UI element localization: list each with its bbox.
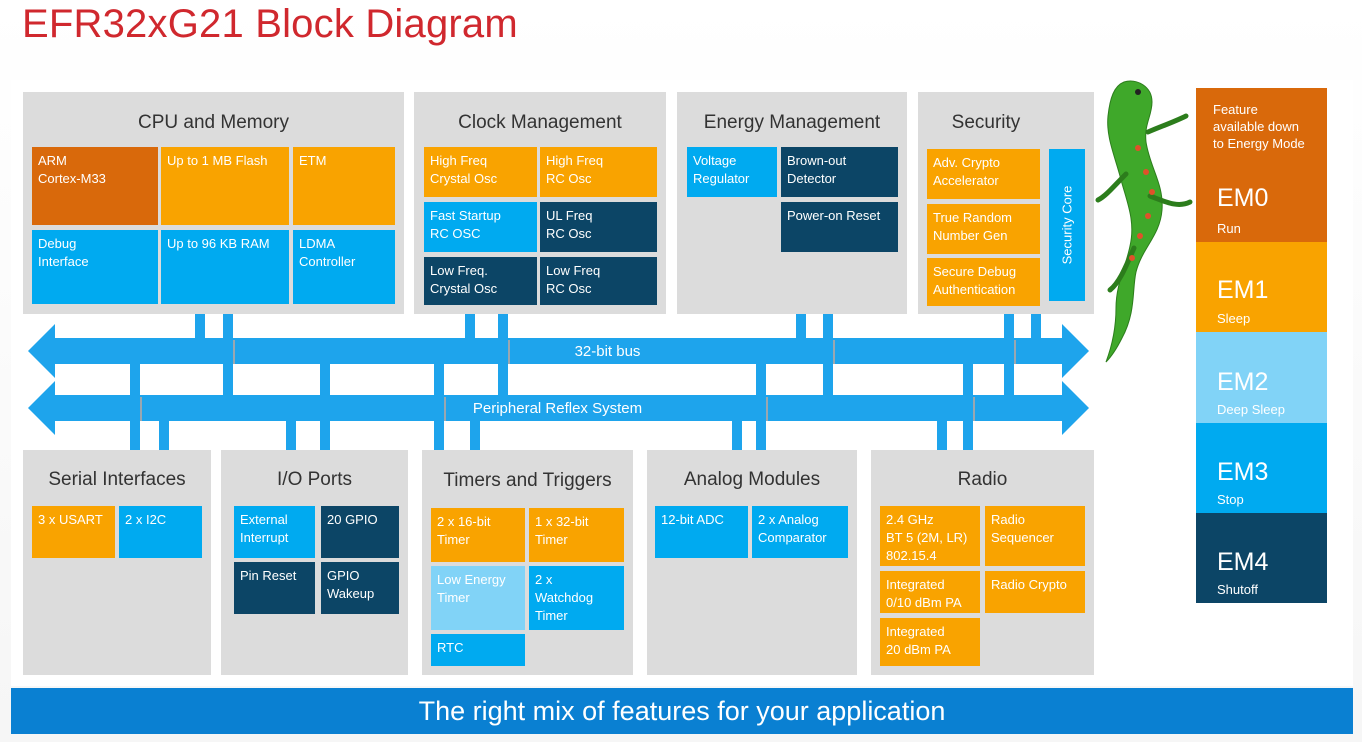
group-title: Radio xyxy=(957,469,1008,490)
footer-banner: The right mix of features for your appli… xyxy=(11,688,1353,734)
em3-box: EM3 Stop xyxy=(1196,423,1327,513)
block-radio-sequencer: Radio Sequencer xyxy=(985,506,1085,566)
bus-32bit-arrow xyxy=(28,324,1089,378)
block-ram: Up to 96 KB RAM xyxy=(161,230,289,304)
em0-sub: Run xyxy=(1217,221,1241,236)
group-radio: Radio 2.4 GHz BT 5 (2M, LR) 802.15.4 Rad… xyxy=(871,450,1094,675)
prs-label: Peripheral Reflex System xyxy=(472,400,643,417)
block-gpio: 20 GPIO xyxy=(321,506,399,558)
block-rtc: RTC xyxy=(431,634,525,666)
group-clock-management: Clock Management High Freq Crystal Osc H… xyxy=(414,92,666,314)
em2-box: EM2 Deep Sleep xyxy=(1196,332,1327,423)
em3-label: EM3 xyxy=(1217,458,1269,486)
block-power-on-reset: Power-on Reset xyxy=(781,202,898,252)
block-crypto-accelerator: Adv. Crypto Accelerator xyxy=(927,149,1040,199)
prs-arrow xyxy=(28,381,1089,435)
block-i2c: 2 x I2C xyxy=(119,506,202,558)
block-16bit-timer: 2 x 16-bit Timer xyxy=(431,508,525,562)
block-flash: Up to 1 MB Flash xyxy=(161,147,289,225)
block-arm-cortex: ARM Cortex-M33 xyxy=(32,147,158,225)
block-hf-crystal: High Freq Crystal Osc xyxy=(424,147,537,197)
group-serial-interfaces: Serial Interfaces 3 x USART 2 x I2C xyxy=(23,450,211,675)
block-lf-rc: Low Freq RC Osc xyxy=(540,257,657,305)
group-security: Security Adv. Crypto Accelerator True Ra… xyxy=(918,92,1094,314)
em4-sub: Shutoff xyxy=(1217,582,1258,597)
group-title: CPU and Memory xyxy=(138,112,289,133)
group-title: Analog Modules xyxy=(683,469,821,490)
bus-32bit-label: 32-bit bus xyxy=(574,343,641,360)
group-title: Timers and Triggers xyxy=(443,470,612,491)
block-usart: 3 x USART xyxy=(32,506,115,558)
block-pin-reset: Pin Reset xyxy=(234,562,315,614)
block-fast-startup-rc: Fast Startup RC OSC xyxy=(424,202,537,252)
group-title: Energy Management xyxy=(703,112,881,133)
em2-sub: Deep Sleep xyxy=(1217,402,1285,417)
bus-junction-lines xyxy=(140,340,1016,421)
block-lf-crystal: Low Freq. Crystal Osc xyxy=(424,257,537,305)
group-energy-management: Energy Management Voltage Regulator Brow… xyxy=(677,92,907,314)
block-brown-out: Brown-out Detector xyxy=(781,147,898,197)
em3-sub: Stop xyxy=(1217,492,1244,507)
block-integrated-pa-10: Integrated 0/10 dBm PA xyxy=(880,571,980,613)
em4-box: EM4 Shutoff xyxy=(1196,513,1327,603)
block-hf-rc: High Freq RC Osc xyxy=(540,147,657,197)
em0-label: EM0 xyxy=(1217,184,1269,212)
block-adc: 12-bit ADC xyxy=(655,506,748,558)
group-analog-modules: Analog Modules 12-bit ADC 2 x Analog Com… xyxy=(647,450,857,675)
em1-box: EM1 Sleep xyxy=(1196,242,1327,332)
em1-label: EM1 xyxy=(1217,276,1269,304)
energy-mode-note-box: Feature available down to Energy Mode EM… xyxy=(1196,88,1327,242)
block-gpio-wakeup: GPIO Wakeup xyxy=(321,562,399,614)
group-title: Clock Management xyxy=(458,112,622,133)
security-core-label: Security Core xyxy=(1059,185,1075,265)
block-etm: ETM xyxy=(293,147,395,225)
group-title: Security xyxy=(951,112,1021,133)
em4-label: EM4 xyxy=(1217,548,1269,576)
group-title: I/O Ports xyxy=(277,469,352,490)
block-external-interrupt: External Interrupt xyxy=(234,506,315,558)
block-trng: True Random Number Gen xyxy=(927,204,1040,254)
group-cpu-memory: CPU and Memory ARM Cortex-M33 Up to 1 MB… xyxy=(23,92,404,314)
block-security-core: Security Core xyxy=(1049,149,1085,301)
block-analog-comparator: 2 x Analog Comparator xyxy=(752,506,848,558)
bus-connectors xyxy=(130,314,1041,451)
block-watchdog-timer: 2 x Watchdog Timer xyxy=(529,566,624,630)
block-integrated-pa-20: Integrated 20 dBm PA xyxy=(880,618,980,666)
group-io-ports: I/O Ports External Interrupt 20 GPIO Pin… xyxy=(221,450,408,675)
energy-mode-note: Feature available down to Energy Mode xyxy=(1213,102,1305,151)
em1-sub: Sleep xyxy=(1217,311,1251,326)
block-debug-interface: Debug Interface xyxy=(32,230,158,304)
block-voltage-regulator: Voltage Regulator xyxy=(687,147,777,197)
page-title: EFR32xG21 Block Diagram xyxy=(22,2,518,46)
block-ldma: LDMA Controller xyxy=(293,230,395,304)
group-timers-triggers: Timers and Triggers 2 x 16-bit Timer 1 x… xyxy=(422,450,633,675)
em2-label: EM2 xyxy=(1217,368,1269,396)
block-2-4ghz: 2.4 GHz BT 5 (2M, LR) 802.15.4 xyxy=(880,506,980,566)
block-low-energy-timer: Low Energy Timer xyxy=(431,566,525,630)
gecko-mascot-icon xyxy=(1095,80,1193,363)
group-title: Serial Interfaces xyxy=(48,469,186,490)
block-32bit-timer: 1 x 32-bit Timer xyxy=(529,508,624,562)
block-radio-crypto: Radio Crypto xyxy=(985,571,1085,613)
block-secure-debug: Secure Debug Authentication xyxy=(927,258,1040,306)
block-ul-rc: UL Freq RC Osc xyxy=(540,202,657,252)
